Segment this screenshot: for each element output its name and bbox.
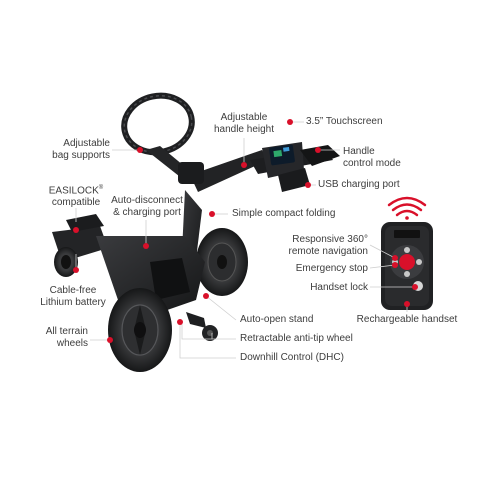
callout-cable-free-battery: Cable-free Lithium battery [40, 285, 106, 308]
callout-dots [73, 119, 418, 343]
anti-tip-wheel [186, 312, 218, 341]
leader-lines [75, 121, 415, 359]
callout-all-terrain-wheels: All terrain wheels [45, 326, 88, 349]
callout-touchscreen: 3.5” Touchscreen [306, 116, 383, 127]
upper-frame [190, 150, 268, 192]
callout-downhill-control: Downhill Control (DHC) [240, 352, 344, 363]
callout-bag-supports: Adjustable bag supports [52, 138, 110, 161]
handle-unit [250, 142, 340, 192]
callout-auto-disconnect: Auto-disconnect & charging port [111, 195, 183, 218]
callout-auto-open-stand: Auto-open stand [240, 314, 314, 325]
callout-handset-lock: Handset lock [310, 282, 368, 293]
callout-emergency-stop: Emergency stop [295, 263, 368, 274]
callout-compact-folding: Simple compact folding [232, 208, 336, 219]
callout-easilock: EASILOCK® compatible [48, 185, 104, 209]
callout-rechargeable-handset: Rechargeable handset [356, 314, 458, 325]
battery [150, 258, 190, 300]
rear-wheel [196, 228, 248, 296]
callout-remote-navigation: Responsive 360° remote navigation [288, 234, 369, 257]
callout-handle-height: Adjustable handle height [213, 112, 275, 135]
remote-handset-icon [381, 222, 433, 310]
callout-handle-control-mode: Handle control mode [343, 146, 401, 169]
wifi-signal-icon [387, 196, 427, 220]
bag-support-hoop [121, 92, 204, 184]
callout-usb-charging-port: USB charging port [318, 179, 400, 190]
golf-trolley-icon [52, 92, 340, 372]
front-wheel [108, 288, 172, 372]
callout-anti-tip-wheel: Retractable anti-tip wheel [240, 333, 353, 344]
